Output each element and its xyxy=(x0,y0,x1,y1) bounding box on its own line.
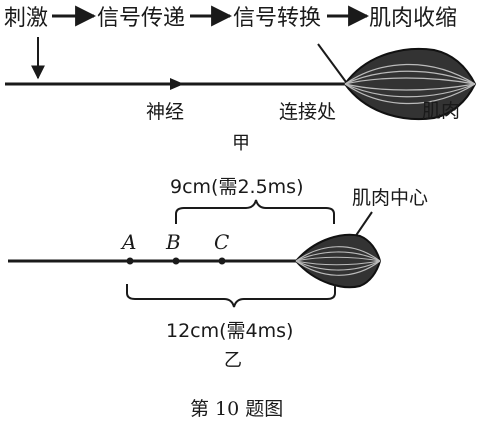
junction-pointer-line xyxy=(317,43,347,83)
signal-conversion-label: 信号转换 xyxy=(233,6,321,31)
caption-jia: 甲 xyxy=(232,133,250,154)
point-a-dot xyxy=(126,257,134,265)
nerve-label: 神经 xyxy=(146,101,184,123)
distance-bc-label: 9cm(需2.5ms) xyxy=(170,176,304,198)
muscle-b-icon xyxy=(294,233,382,289)
muscle-a-icon xyxy=(343,47,477,121)
point-b-dot xyxy=(172,257,180,265)
point-a-label: A xyxy=(120,230,136,254)
distance-a-label: 12cm(需4ms) xyxy=(166,320,293,342)
nerve-direction-arrow xyxy=(170,78,184,90)
signal-transmission-label: 信号传递 xyxy=(97,6,185,31)
muscle-contraction-label: 肌肉收缩 xyxy=(369,6,457,31)
caption-yi: 乙 xyxy=(224,350,242,371)
figure-caption: 第 10 题图 xyxy=(190,398,283,420)
point-b-label: B xyxy=(165,230,181,254)
muscle-label: 肌肉 xyxy=(422,100,460,122)
brace-a xyxy=(126,284,336,308)
point-c-dot xyxy=(218,257,226,265)
brace-bc xyxy=(175,199,335,224)
stimulus-label: 刺激 xyxy=(4,6,48,31)
junction-label: 连接处 xyxy=(279,101,336,123)
muscle-center-label: 肌肉中心 xyxy=(352,187,428,209)
point-c-label: C xyxy=(214,230,229,254)
